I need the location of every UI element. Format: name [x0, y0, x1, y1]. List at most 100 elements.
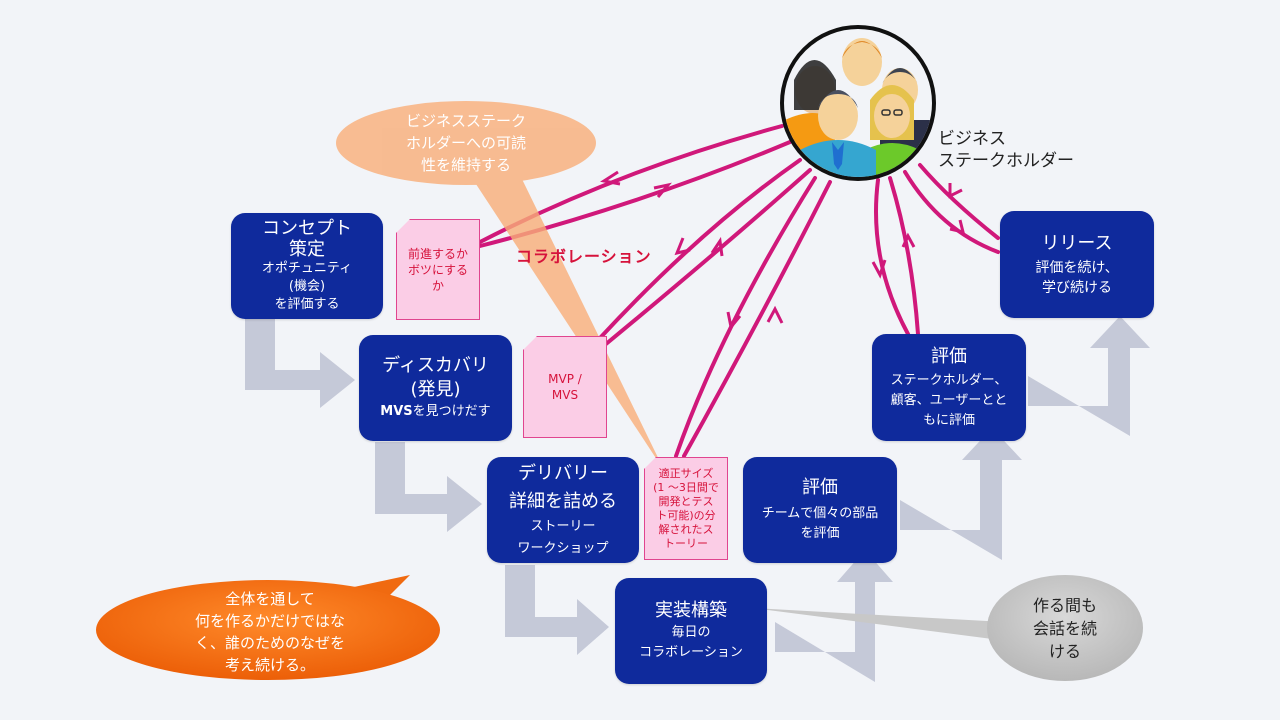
go-kill-note: 前進するか ボツにする か: [396, 219, 480, 320]
team-eval-sub1: チームで個々の部品: [761, 506, 879, 521]
story-size-line4: ト可能)の分: [656, 508, 716, 522]
collab-line-eval-out: [874, 178, 910, 336]
stakeholder-label-line1: ビジネス: [938, 129, 1006, 149]
conversation-line3: ける: [1048, 642, 1081, 661]
whole-line4: 考え続ける。: [224, 656, 315, 674]
story-size-line1: 適正サイズ: [658, 466, 714, 480]
arrowhead: [710, 236, 724, 257]
collab-line-story-in: [682, 180, 832, 458]
arrowhead: [949, 219, 966, 235]
arrowhead: [948, 183, 963, 199]
conversation-callout-text: 作る間も 会話を続 ける: [1005, 594, 1125, 663]
whole-line3: く、誰のためのなぜを: [194, 634, 345, 652]
collab-line-release-out: [918, 163, 1000, 240]
discovery-title: ディスカバリ: [382, 355, 489, 376]
readability-callout-text: ビジネスステーク ホルダーへの可読 性を維持する: [356, 110, 576, 176]
collaboration-arrowheads: [600, 170, 966, 331]
conversation-callout-pointer: [752, 608, 1005, 640]
whole-callout-pointer: [340, 575, 410, 605]
story-size-line3: 開発とテス: [658, 494, 714, 508]
discovery-sub: MVSを見つけだす: [380, 402, 490, 422]
arrowhead: [726, 311, 742, 331]
team-eval-sub2: を評価: [800, 526, 840, 541]
team-eval-box: 評価 チームで個々の部品 を評価: [743, 457, 897, 563]
stakeholder-eval-sub2: 顧客、ユーザーとと: [890, 392, 1008, 408]
readability-callout: [336, 101, 665, 472]
story-size-note: 適正サイズ (1 ～3日間で 開発とテス ト可能)の分 解されたス トーリー: [644, 457, 728, 560]
whole-line2: 何を作るかだけではな: [194, 612, 345, 630]
delivery-sub2: ワークショップ: [517, 541, 609, 556]
stakeholder-eval-title: 評価: [931, 345, 967, 367]
arrowhead: [653, 182, 672, 198]
go-kill-line3: か: [431, 278, 444, 293]
collab-line-mvp-in: [604, 168, 812, 346]
concept-sub1: オポチュニティ: [261, 261, 353, 276]
readability-line2: ホルダーへの可読: [405, 134, 526, 152]
collab-line-release-in: [903, 170, 1000, 254]
flow-arrow-delivery-to-build: [505, 565, 609, 655]
concept-sub3: を評価する: [274, 297, 340, 312]
collaboration-label: コラボレーション: [516, 247, 652, 266]
whole-callout-bubble: [96, 580, 440, 680]
collab-line-story-out: [674, 176, 817, 458]
readability-callout-bubble: [336, 101, 596, 185]
mvp-note: MVP / MVS: [523, 336, 607, 438]
flow-arrow-stakeholder-eval-to-release: [1028, 316, 1150, 436]
delivery-title: デリバリー: [518, 463, 608, 484]
story-size-line5: 解されたス: [658, 522, 714, 536]
discovery-sub-rest: を見つけだす: [412, 404, 491, 419]
build-sub1: 毎日の: [671, 625, 711, 640]
arrowhead: [600, 170, 621, 186]
readability-callout-pointer: [470, 175, 665, 472]
whole-line1: 全体を通して: [225, 590, 315, 608]
conversation-line1: 作る間も: [1032, 596, 1097, 615]
release-sub2: 学び続ける: [1042, 279, 1112, 296]
stakeholder-eval-sub3: もに評価: [922, 412, 975, 428]
build-box: 実装構築 毎日の コラボレーション: [615, 578, 767, 684]
concept-sub2: (機会): [288, 279, 326, 294]
arrowhead: [871, 259, 887, 279]
stakeholder-avatar: [780, 25, 936, 181]
delivery-box: デリバリー 詳細を詰める ストーリー ワークショップ: [487, 457, 639, 563]
release-title: リリース: [1041, 232, 1113, 254]
stakeholder-eval-sub1: ステークホルダー、: [890, 372, 1008, 388]
concept-title: コンセプト: [262, 218, 352, 239]
concept-box: コンセプト 策定 オポチュニティ (機会) を評価する: [231, 213, 383, 319]
release-sub1: 評価を続け、: [1035, 259, 1119, 276]
release-box: リリース 評価を続け、 学び続ける: [1000, 211, 1154, 318]
flow-arrow-team-eval-to-stakeholder-eval: [900, 428, 1022, 560]
arrowhead: [766, 305, 784, 324]
stakeholder-eval-box: 評価 ステークホルダー、 顧客、ユーザーとと もに評価: [872, 334, 1026, 441]
build-sub2: コラボレーション: [639, 645, 743, 660]
mvp-line2: MVS: [551, 388, 579, 402]
flow-arrows: [245, 316, 1150, 682]
flow-arrow-discovery-to-delivery: [375, 442, 482, 532]
build-title: 実装構築: [655, 600, 727, 621]
mvp-line1: MVP /: [548, 372, 582, 386]
conversation-line2: 会話を続: [1032, 619, 1097, 638]
collab-line-mvp-out: [598, 158, 802, 340]
flow-arrow-concept-to-discovery: [245, 318, 355, 408]
go-kill-line1: 前進するか: [407, 246, 468, 261]
team-eval-title: 評価: [802, 477, 838, 498]
delivery-title-2: 詳細を詰める: [509, 491, 617, 512]
go-kill-line2: ボツにする: [407, 262, 469, 277]
readability-line3: 性を維持する: [420, 156, 511, 174]
discovery-sub-bold: MVS: [380, 404, 413, 419]
concept-title-2: 策定: [289, 239, 325, 260]
whole-callout-text: 全体を通して 何を作るかだけではな く、誰のためのなぜを 考え続ける。: [150, 588, 390, 676]
story-size-line2: (1 ～3日間で: [653, 480, 719, 494]
conversation-callout-bubble: [987, 575, 1143, 681]
collab-line-eval-in: [888, 176, 920, 336]
discovery-box: ディスカバリ (発見) MVSを見つけだす: [359, 335, 512, 441]
delivery-sub1: ストーリー: [530, 519, 596, 534]
story-size-line6: トーリー: [663, 536, 708, 550]
arrowhead: [674, 237, 691, 256]
stakeholder-label-line2: ステークホルダー: [938, 151, 1074, 171]
stakeholder-label: ビジネス ステークホルダー: [938, 128, 1074, 172]
discovery-title-2: (発見): [410, 379, 461, 400]
readability-line1: ビジネスステーク: [405, 112, 526, 130]
arrowhead: [901, 232, 916, 248]
flow-arrow-build-to-team-eval: [775, 550, 893, 682]
